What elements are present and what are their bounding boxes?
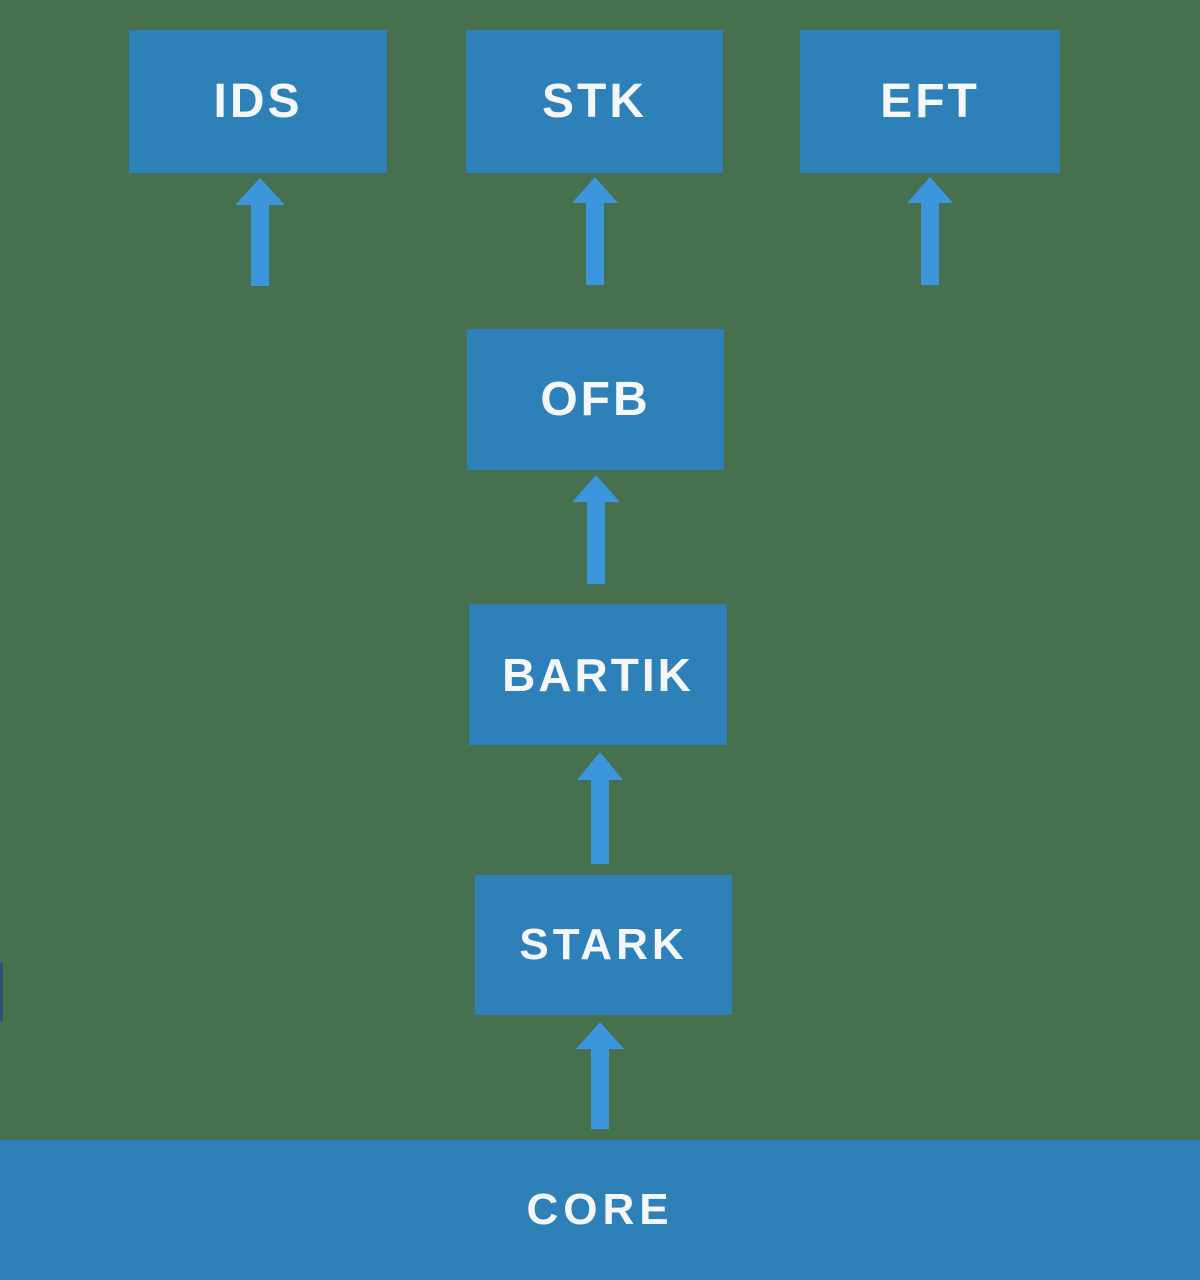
node-ids-label: IDS <box>213 74 303 128</box>
node-core-label: CORE <box>526 1185 674 1234</box>
node-stk[interactable]: STK <box>466 30 723 173</box>
node-ofb[interactable]: OFB <box>467 329 724 470</box>
node-eft-label: EFT <box>880 74 980 128</box>
node-ids[interactable]: IDS <box>129 30 387 173</box>
node-core[interactable]: CORE <box>0 1140 1200 1280</box>
node-bartik[interactable]: BARTIK <box>469 604 727 745</box>
node-eft[interactable]: EFT <box>800 30 1060 173</box>
node-stark[interactable]: STARK <box>475 875 732 1015</box>
arrow-up-icon-ofb-to-stk <box>572 177 618 285</box>
arrow-up-icon-ofb-to-eft <box>907 177 953 285</box>
arrow-up-icon-bartik-to-ofb <box>572 475 620 584</box>
arrow-up-icon-ofb-to-ids <box>235 178 285 286</box>
node-stk-label: STK <box>542 74 647 128</box>
node-stark-label: STARK <box>519 920 688 969</box>
left-edge-sliver <box>0 963 3 1021</box>
node-bartik-label: BARTIK <box>502 648 694 701</box>
arrow-up-icon-core-to-stark <box>576 1022 624 1129</box>
arrow-up-icon-stark-to-bartik <box>577 752 623 864</box>
node-ofb-label: OFB <box>540 372 651 426</box>
